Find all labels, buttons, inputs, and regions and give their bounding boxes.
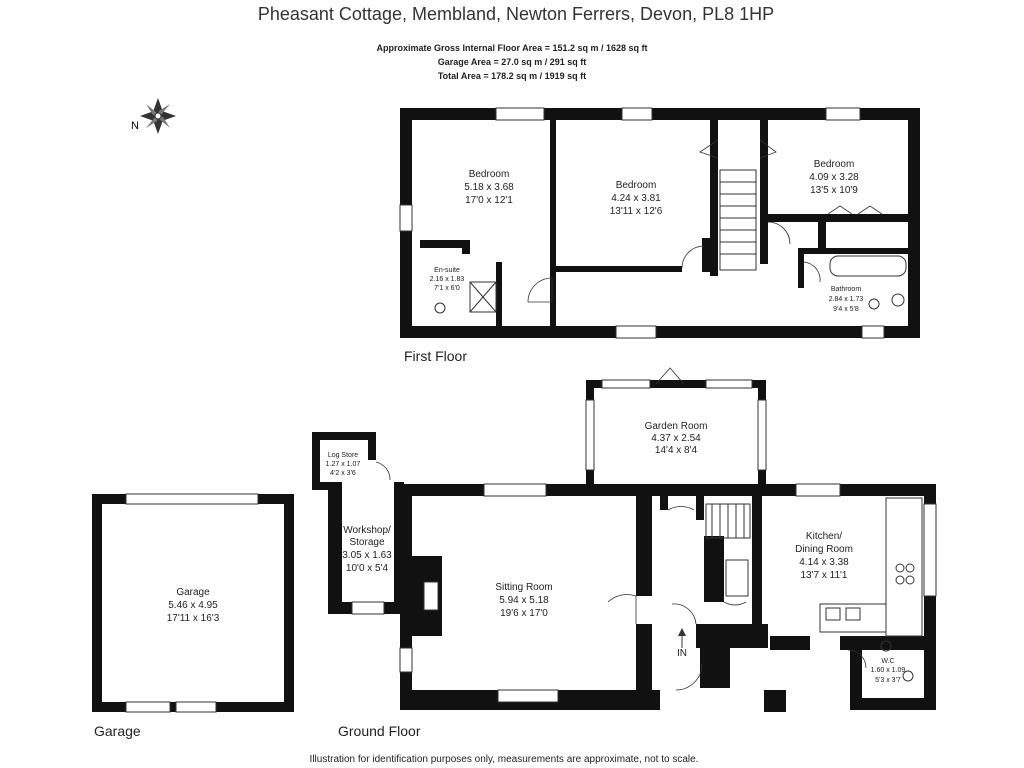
sitting-room-label: Sitting Room bbox=[495, 582, 552, 593]
sitting-room-metric: 5.94 x 5.18 bbox=[499, 595, 549, 606]
bedroom-1-label: Bedroom bbox=[469, 169, 510, 180]
bedroom-3-imperial: 13'5 x 10'9 bbox=[810, 185, 858, 196]
garden-room-imperial: 14'4 x 8'4 bbox=[655, 445, 698, 456]
wc-imperial: 5'3 x 3'7 bbox=[875, 677, 901, 684]
kitchen-metric: 4.14 x 3.38 bbox=[799, 557, 849, 568]
log-store-label: Log Store bbox=[328, 452, 358, 459]
bedroom-2-metric: 4.24 x 3.81 bbox=[611, 193, 661, 204]
bedroom-1-imperial: 17'0 x 12'1 bbox=[465, 195, 513, 206]
ground-floor-label: Ground Floor bbox=[338, 723, 421, 739]
wc-label: W.C bbox=[881, 658, 894, 665]
entrance-label: IN bbox=[677, 648, 687, 659]
first-floor-plan bbox=[399, 107, 920, 339]
wc-metric: 1.60 x 1.09 bbox=[871, 667, 906, 674]
ensuite-metric: 2.16 x 1.83 bbox=[430, 276, 465, 283]
total-area: Total Area = 178.2 sq m / 1919 sq ft bbox=[438, 71, 586, 81]
workshop-label-2: Storage bbox=[349, 537, 384, 548]
ground-floor-plan bbox=[312, 367, 937, 712]
garage-room-metric: 5.46 x 4.95 bbox=[168, 600, 218, 611]
bedroom-1-metric: 5.18 x 3.68 bbox=[464, 182, 514, 193]
bathroom-metric: 2.84 x 1.73 bbox=[829, 296, 864, 303]
bathroom-imperial: 9'4 x 5'8 bbox=[833, 306, 859, 313]
bedroom-2-imperial: 13'11 x 12'6 bbox=[610, 206, 663, 217]
kitchen-label-2: Dining Room bbox=[795, 544, 853, 555]
garden-room-label: Garden Room bbox=[645, 421, 708, 432]
bedroom-3-label: Bedroom bbox=[814, 159, 855, 170]
log-store-metric: 1.27 x 1.07 bbox=[326, 461, 361, 468]
ensuite-label: En-suite bbox=[434, 267, 460, 274]
garage-room-label: Garage bbox=[176, 587, 210, 598]
bedroom-2-label: Bedroom bbox=[616, 180, 657, 191]
kitchen-imperial: 13'7 x 11'1 bbox=[800, 570, 847, 581]
bedroom-3-metric: 4.09 x 3.28 bbox=[809, 172, 859, 183]
garage-plan bbox=[92, 493, 294, 713]
ensuite-imperial: 7'1 x 6'0 bbox=[434, 285, 460, 292]
workshop-metric: 3.05 x 1.63 bbox=[342, 550, 392, 561]
garage-room-imperial: 17'11 x 16'3 bbox=[167, 613, 220, 624]
sitting-room-imperial: 19'6 x 17'0 bbox=[500, 608, 548, 619]
workshop-label: Workshop/ bbox=[343, 525, 391, 536]
compass-north-label: N bbox=[131, 120, 139, 132]
log-store-imperial: 4'2 x 3'6 bbox=[330, 470, 356, 477]
first-floor-label: First Floor bbox=[404, 348, 467, 364]
disclaimer: Illustration for identification purposes… bbox=[310, 754, 699, 765]
gross-area: Approximate Gross Internal Floor Area = … bbox=[376, 43, 647, 53]
compass-rose-icon bbox=[140, 98, 176, 134]
garden-room-metric: 4.37 x 2.54 bbox=[651, 433, 701, 444]
garage-floor-label: Garage bbox=[94, 723, 141, 739]
page-title: Pheasant Cottage, Membland, Newton Ferre… bbox=[258, 4, 774, 24]
garage-area: Garage Area = 27.0 sq m / 291 sq ft bbox=[438, 57, 587, 67]
bathroom-label: Bathroom bbox=[831, 286, 862, 293]
kitchen-label: Kitchen/ bbox=[806, 531, 842, 542]
workshop-imperial: 10'0 x 5'4 bbox=[346, 563, 389, 574]
